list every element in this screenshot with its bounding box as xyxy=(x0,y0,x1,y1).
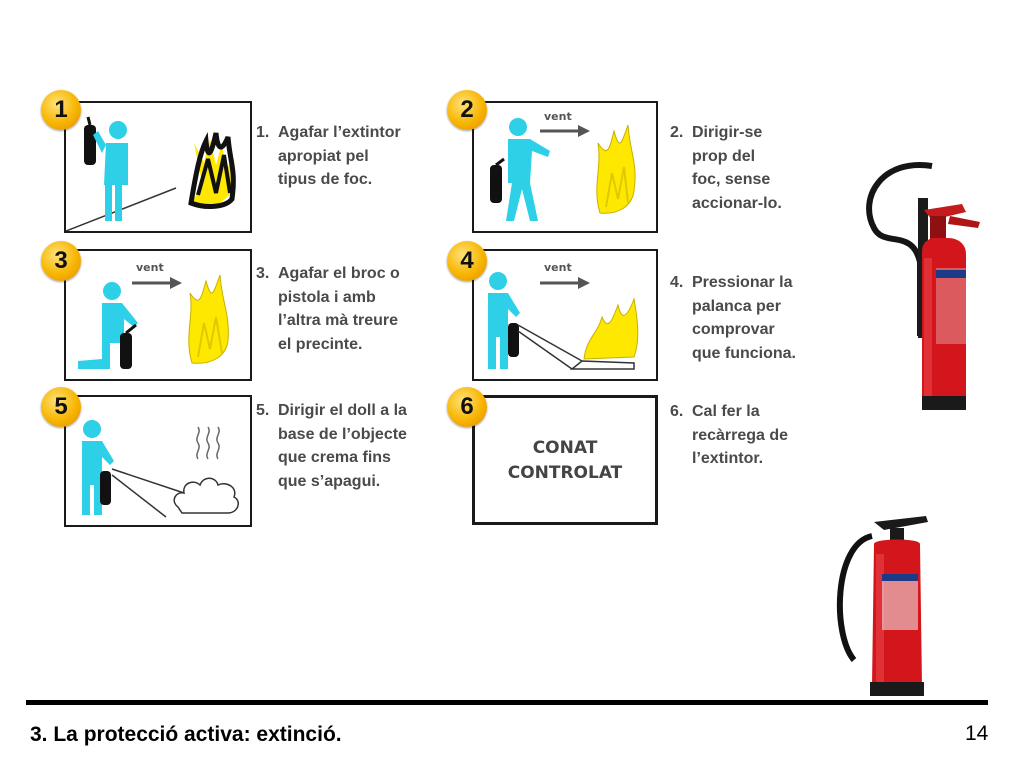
step-3-line-2: pistola i amb xyxy=(278,288,376,306)
step-4-line-3: comprovar xyxy=(692,321,775,338)
step-6-line-1: Cal fer la xyxy=(692,403,760,420)
step-4-illustration: vent xyxy=(472,249,658,381)
step-2-line-2: prop del xyxy=(692,147,756,165)
step-4-number: 4. xyxy=(670,274,684,291)
step-5-line-3: que crema fins xyxy=(278,449,391,466)
step-4-line-1: Pressionar la xyxy=(692,274,793,291)
powder-extinguisher-icon xyxy=(836,516,928,696)
step-5-line-4: que s’apagui. xyxy=(278,472,381,490)
step-6-illustration: CONAT CONTROLAT xyxy=(472,395,658,525)
step-4-text: 4. Pressionar la palanca per comprovar qu… xyxy=(670,271,796,365)
step-2-badge: 2 xyxy=(447,90,487,130)
step-3-illustration: vent xyxy=(64,249,252,381)
step-2-line-4: accionar-lo. xyxy=(692,194,782,212)
slide-title: 3. La protecció activa: extinció. xyxy=(30,723,342,746)
step-5-text: 5. Dirigir el doll a la base de l’objecte… xyxy=(256,399,407,493)
step-1-line-1: Agafar l’extintor xyxy=(278,124,401,141)
person-approaching-fire-icon xyxy=(490,118,636,221)
step-5-line-1: Dirigir el doll a la xyxy=(278,402,407,419)
conat-text: CONAT xyxy=(532,438,598,458)
step-4-line-2: palanca per xyxy=(692,297,781,315)
step-5-number: 5. xyxy=(256,402,270,419)
wind-label: vent xyxy=(136,261,164,274)
step-2-line-3: foc, sense xyxy=(692,171,771,188)
step-3-text: 3. Agafar el broc o pistola i amb l’altra… xyxy=(256,262,400,356)
fire-controlled-label: CONAT CONTROLAT xyxy=(475,436,655,486)
person-grabbing-extinguisher-icon xyxy=(66,116,236,231)
step-6-line-3: l’extintor. xyxy=(692,450,764,467)
step-5-illustration xyxy=(64,395,252,527)
page-number: 14 xyxy=(965,722,989,745)
step-2-illustration: vent xyxy=(472,101,658,233)
person-extinguishing-fire-icon xyxy=(82,420,239,518)
step-6-number: 6. xyxy=(670,403,684,420)
step-4-line-4: que funciona. xyxy=(692,344,796,362)
step-3-line-3: l’altra mà treure xyxy=(278,312,399,329)
step-2-text: 2. Dirigir-se prop del foc, sense acciona… xyxy=(670,121,782,215)
step-3-line-4: el precinte. xyxy=(278,335,363,353)
step-2-line-1: Dirigir-se xyxy=(692,124,763,141)
step-6-badge: 6 xyxy=(447,387,487,427)
wind-label: vent xyxy=(544,110,572,123)
controlat-text: CONTROLAT xyxy=(507,463,623,483)
person-testing-lever-icon xyxy=(488,272,639,370)
person-removing-seal-icon xyxy=(78,274,229,369)
step-2-number: 2. xyxy=(670,124,684,141)
step-1-line-2: apropiat pel xyxy=(278,147,369,165)
footer-divider xyxy=(26,700,988,705)
step-6-line-2: recàrrega de xyxy=(692,426,789,444)
step-6-text: 6. Cal fer la recàrrega de l’extintor. xyxy=(670,400,788,471)
co2-extinguisher-icon xyxy=(866,161,980,410)
step-3-line-1: Agafar el broc o xyxy=(278,265,400,282)
step-3-number: 3. xyxy=(256,265,270,282)
step-4-badge: 4 xyxy=(447,241,487,281)
wind-label: vent xyxy=(544,261,572,274)
step-3-badge: 3 xyxy=(41,241,81,281)
step-1-number: 1. xyxy=(256,124,270,141)
step-1-illustration xyxy=(64,101,252,233)
step-5-line-2: base de l’objecte xyxy=(278,425,407,443)
step-1-badge: 1 xyxy=(41,90,81,130)
step-5-badge: 5 xyxy=(41,387,81,427)
step-1-text: 1. Agafar l’extintor apropiat pel tipus d… xyxy=(256,121,401,192)
step-1-line-3: tipus de foc. xyxy=(278,171,373,188)
